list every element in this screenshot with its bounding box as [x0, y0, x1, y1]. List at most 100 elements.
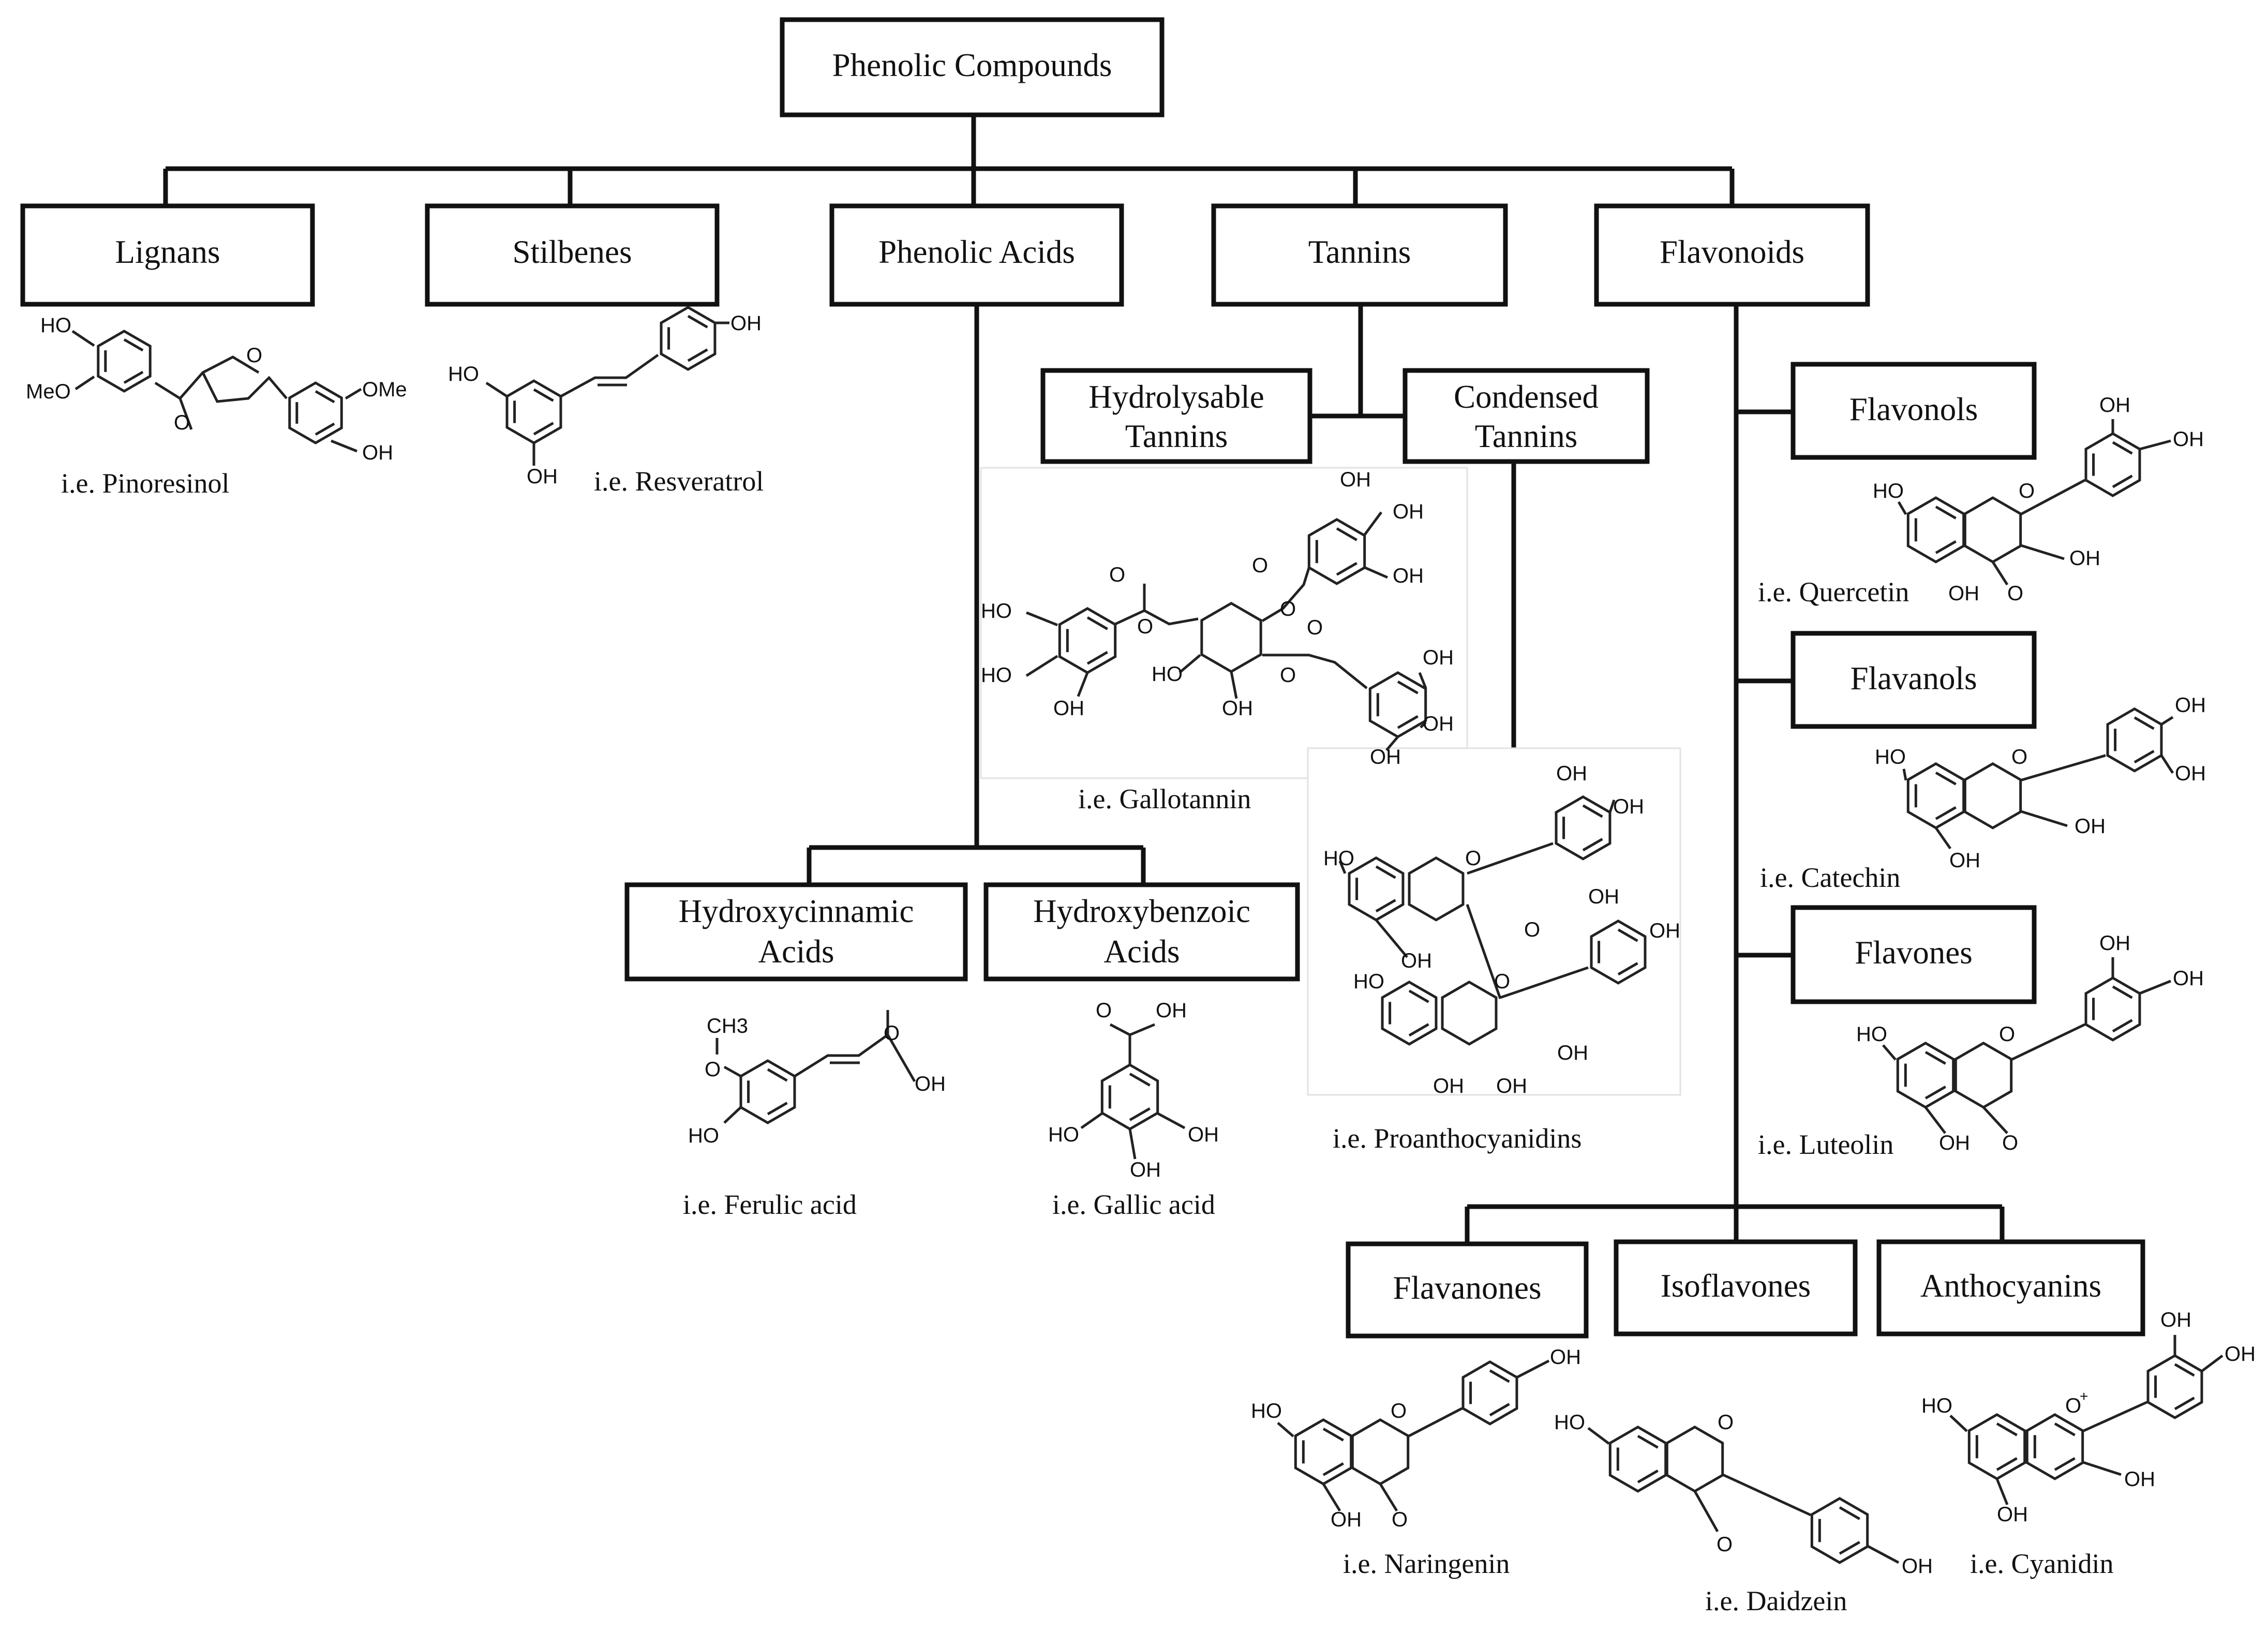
cyanidin-double-bond — [1996, 1422, 2018, 1436]
gallic-acid-atom: OH — [1156, 999, 1187, 1022]
naringenin-bond — [1322, 1483, 1341, 1512]
resveratrol-bond — [485, 381, 508, 398]
gallotannin-double-bond — [1086, 651, 1108, 665]
quercetin-bond — [2020, 479, 2086, 516]
quercetin-pyrone-ring — [1963, 496, 2022, 563]
ferulic-acid-atom: CH3 — [707, 1015, 748, 1037]
resveratrol-atom: OH — [527, 465, 558, 488]
ferulic-acid-atom: HO — [688, 1124, 719, 1147]
quercetin-atom: OH — [2173, 428, 2204, 451]
resveratrol-double-bond — [533, 422, 554, 436]
luteolin-bond — [2010, 1023, 2086, 1061]
proanthocyanidin-bond — [1467, 842, 1554, 875]
daidzein-atom: OH — [1902, 1555, 1933, 1578]
resveratrol-atom: OH — [730, 312, 762, 335]
box-tannins — [1211, 203, 1508, 307]
ferulic-acid-bond — [886, 1034, 916, 1082]
proanthocyanidin-pyran-ring — [1408, 856, 1465, 922]
caption-cyanidin: i.e. Cyanidin — [1970, 1548, 2113, 1579]
naringenin-atom: OH — [1550, 1346, 1581, 1369]
gallotannin-atom: O — [1109, 563, 1125, 586]
cyanidin-atom: OH — [1997, 1503, 2028, 1526]
daidzein-double-bond — [1637, 1435, 1659, 1449]
resveratrol-double-bond — [687, 348, 708, 362]
ferulic-acid-double-bond — [767, 1102, 788, 1116]
proanthocyanidin-atom: OH — [1496, 1075, 1527, 1097]
luteolin-double-bond — [1924, 1086, 1946, 1100]
gallotannin-atom: OH — [1393, 565, 1424, 587]
proanthocyanidin-atom: OH — [1556, 762, 1587, 785]
luteolin-double-bond — [2112, 985, 2133, 999]
pinoresinol-double-bond — [123, 338, 144, 352]
box-condensed-tannins — [1402, 368, 1650, 464]
naringenin-bond — [1277, 1422, 1294, 1437]
proanthocyanidin-ring — [1555, 795, 1612, 860]
label-flavonoids: Flavonoids — [1660, 234, 1804, 270]
proanthocyanidin-double-bond — [1582, 838, 1603, 852]
daidzein-atom: O — [1718, 1411, 1734, 1434]
label-flavanols: Flavanols — [1851, 660, 1977, 696]
luteolin-bond — [1924, 1106, 1946, 1134]
pinoresinol-bond — [154, 355, 260, 400]
naringenin-atom: O — [1392, 1508, 1408, 1531]
label-phenolic-acids: Phenolic Acids — [878, 234, 1075, 270]
label-hydroxycinnamic-line1: Hydroxycinnamic — [679, 893, 914, 929]
box-hydroxycinnamic-acids — [624, 882, 968, 982]
label-condensed-line2: Tannins — [1475, 418, 1578, 454]
label-hydrolysable-line1: Hydrolysable — [1088, 379, 1264, 415]
cyanidin-atom: + — [2080, 1388, 2088, 1404]
catechin-ring — [2106, 707, 2163, 773]
ferulic-acid-bond — [723, 1106, 742, 1124]
luteolin-atom: OH — [2099, 932, 2130, 955]
gallotannin-bond — [1363, 566, 1388, 579]
resveratrol-atom: HO — [448, 363, 479, 385]
daidzein-double-bond — [1839, 1541, 1860, 1555]
naringenin-double-bond — [1322, 1428, 1344, 1442]
cyanidin-bond — [1949, 1415, 1968, 1432]
label-lignans: Lignans — [115, 234, 220, 270]
gallic-acid-atom: OH — [1130, 1158, 1161, 1181]
gallotannin-double-bond — [1397, 715, 1419, 729]
proanthocyanidin-double-bond — [1408, 989, 1429, 1003]
caption-catechin: i.e. Catechin — [1760, 862, 1900, 893]
pinoresinol-bond — [345, 388, 362, 400]
daidzein-pyrone-ring — [1665, 1425, 1724, 1493]
gallic-acid-atom: HO — [1048, 1123, 1079, 1146]
gallic-acid-bond — [1129, 1023, 1155, 1036]
proanthocyanidin-atom: OH — [1649, 919, 1680, 942]
luteolin-atom: HO — [1856, 1023, 1887, 1046]
proanthocyanidin-double-bond — [1408, 1023, 1429, 1037]
catechin-atom: O — [2011, 746, 2027, 768]
gallotannin-double-bond — [1336, 562, 1357, 576]
daidzein-bond — [1867, 1544, 1900, 1564]
box-isoflavones — [1614, 1239, 1858, 1336]
example-captions: i.e. Pinoresinol i.e. Resveratrol i.e. G… — [61, 466, 2113, 1616]
gallotannin-atom: OH — [1370, 746, 1401, 768]
cyanidin-bond — [2082, 1401, 2148, 1433]
ferulic-acid-atom: O — [705, 1058, 721, 1081]
pinoresinol-double-bond — [315, 422, 335, 436]
luteolin-bond — [1882, 1044, 1897, 1061]
atom-labels: HO MeO O O OMe OH HO OH OH OH OH OH O O … — [26, 312, 2256, 1578]
quercetin-atom: OH — [2069, 547, 2100, 570]
pinoresinol-bond — [74, 375, 95, 391]
pinoresinol-bond — [331, 439, 357, 453]
catechin-atom: OH — [1949, 849, 1980, 872]
box-anthocyanins — [1876, 1239, 2145, 1336]
gallotannin-atom: OH — [1423, 712, 1454, 735]
catechin-atom: OH — [2175, 762, 2206, 785]
daidzein-atom: O — [1717, 1533, 1733, 1556]
gallotannin-atom: OH — [1393, 500, 1424, 523]
gallotannin-atom: O — [1280, 598, 1296, 620]
proanthocyanidin-atom: HO — [1353, 970, 1384, 993]
proanthocyanidin-double-bond — [1617, 928, 1638, 942]
cyanidin-bond — [2082, 1461, 2122, 1476]
naringenin-double-bond — [1489, 1403, 1510, 1417]
catechin-double-bond — [1935, 806, 1957, 820]
gallotannin-bond — [1362, 511, 1383, 537]
naringenin-pyranone-ring — [1351, 1418, 1410, 1486]
caption-luteolin: i.e. Luteolin — [1758, 1129, 1893, 1160]
gallotannin-atom: OH — [1053, 697, 1084, 720]
